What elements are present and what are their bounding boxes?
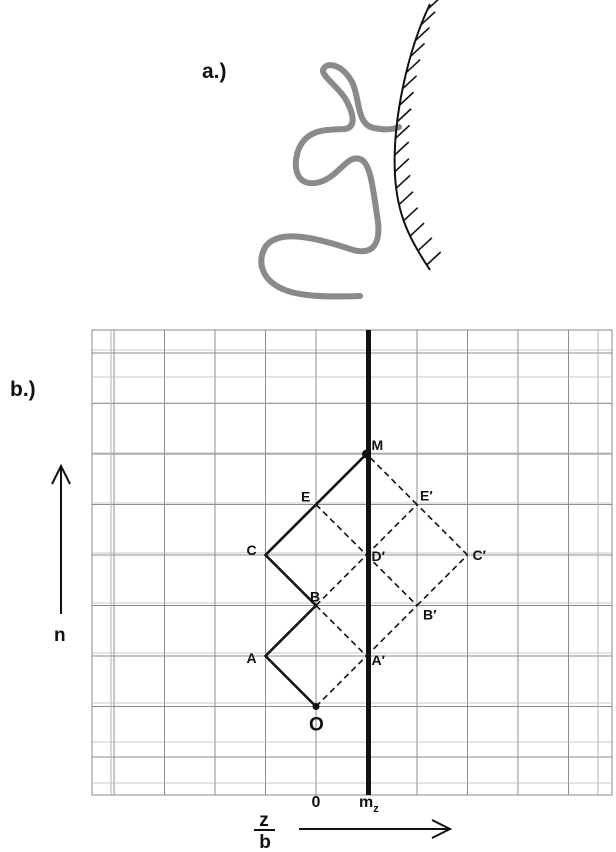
point-label: M — [372, 437, 384, 453]
wall-hatch — [426, 251, 442, 266]
n-axis-arrowhead — [51, 463, 71, 485]
tick-zero: 0 — [312, 794, 321, 811]
dashed-segment — [416, 554, 469, 607]
original-walk — [263, 453, 368, 708]
wall-hatch — [426, 0, 439, 11]
point-label: A′ — [372, 652, 386, 668]
wall-hatch — [394, 158, 410, 173]
point-label: A — [247, 650, 257, 666]
wall-hatch — [398, 191, 414, 206]
wall-hatch — [394, 124, 411, 139]
z-axis-numerator: z — [259, 810, 269, 831]
dashed-segment — [315, 503, 368, 556]
reflected-walk — [315, 453, 469, 708]
point-label: O — [309, 715, 324, 736]
dashed-segment — [315, 604, 368, 657]
wall-hatch — [414, 26, 430, 42]
point-label: C — [247, 542, 257, 558]
polymer-chain — [258, 62, 402, 300]
dashed-segment — [365, 453, 418, 506]
wall-hatch — [420, 11, 436, 26]
n-axis-label: n — [54, 625, 66, 646]
lattice-grid — [91, 329, 613, 796]
wall-hatch — [403, 207, 419, 222]
lattice-points: O A B C E M A′ B′ C′ D′ E′ — [247, 437, 487, 736]
walk-polyline — [263, 453, 368, 708]
point-label: E — [301, 489, 310, 505]
point-label: B′ — [423, 607, 437, 623]
wall-hatch — [409, 42, 426, 58]
dashed-segment — [315, 554, 368, 607]
z-axis: z b — [254, 810, 453, 852]
z-axis-denominator: b — [259, 832, 271, 852]
tick-mz-subscript: z — [373, 803, 379, 815]
dashed-segment — [416, 503, 469, 556]
point-dot-m — [362, 449, 371, 459]
z-axis-arrowhead — [431, 819, 453, 839]
wall-surface — [393, 0, 442, 271]
point-dot-o — [312, 703, 320, 710]
chain-curve — [258, 62, 402, 300]
wall-hatch — [396, 108, 412, 123]
wall-hatch — [402, 75, 418, 90]
wall-line — [393, 3, 431, 271]
point-label: E′ — [420, 488, 433, 504]
dashed-segment — [315, 655, 368, 708]
z-axis-ticks: 0 mz — [312, 794, 380, 815]
wall-hatch — [394, 141, 410, 156]
wall-hatches — [394, 0, 442, 266]
dashed-segment — [365, 503, 418, 556]
point-label: C′ — [473, 547, 487, 563]
panel-b-label: b.) — [10, 378, 36, 401]
n-axis: n — [51, 463, 71, 646]
dashed-segment — [365, 604, 418, 657]
wall-hatch — [417, 237, 433, 252]
panel-a-label: a.) — [202, 60, 227, 83]
wall-hatch — [398, 91, 415, 106]
grid-border — [91, 329, 613, 796]
wall-hatch — [395, 174, 411, 189]
tick-mz-base: m — [359, 794, 373, 811]
point-label: D′ — [372, 548, 386, 564]
wall-hatch — [405, 58, 421, 74]
dashed-segment — [365, 554, 418, 607]
point-label: B — [310, 589, 320, 605]
wall-hatch — [409, 222, 425, 237]
tick-mz: mz — [359, 794, 379, 815]
